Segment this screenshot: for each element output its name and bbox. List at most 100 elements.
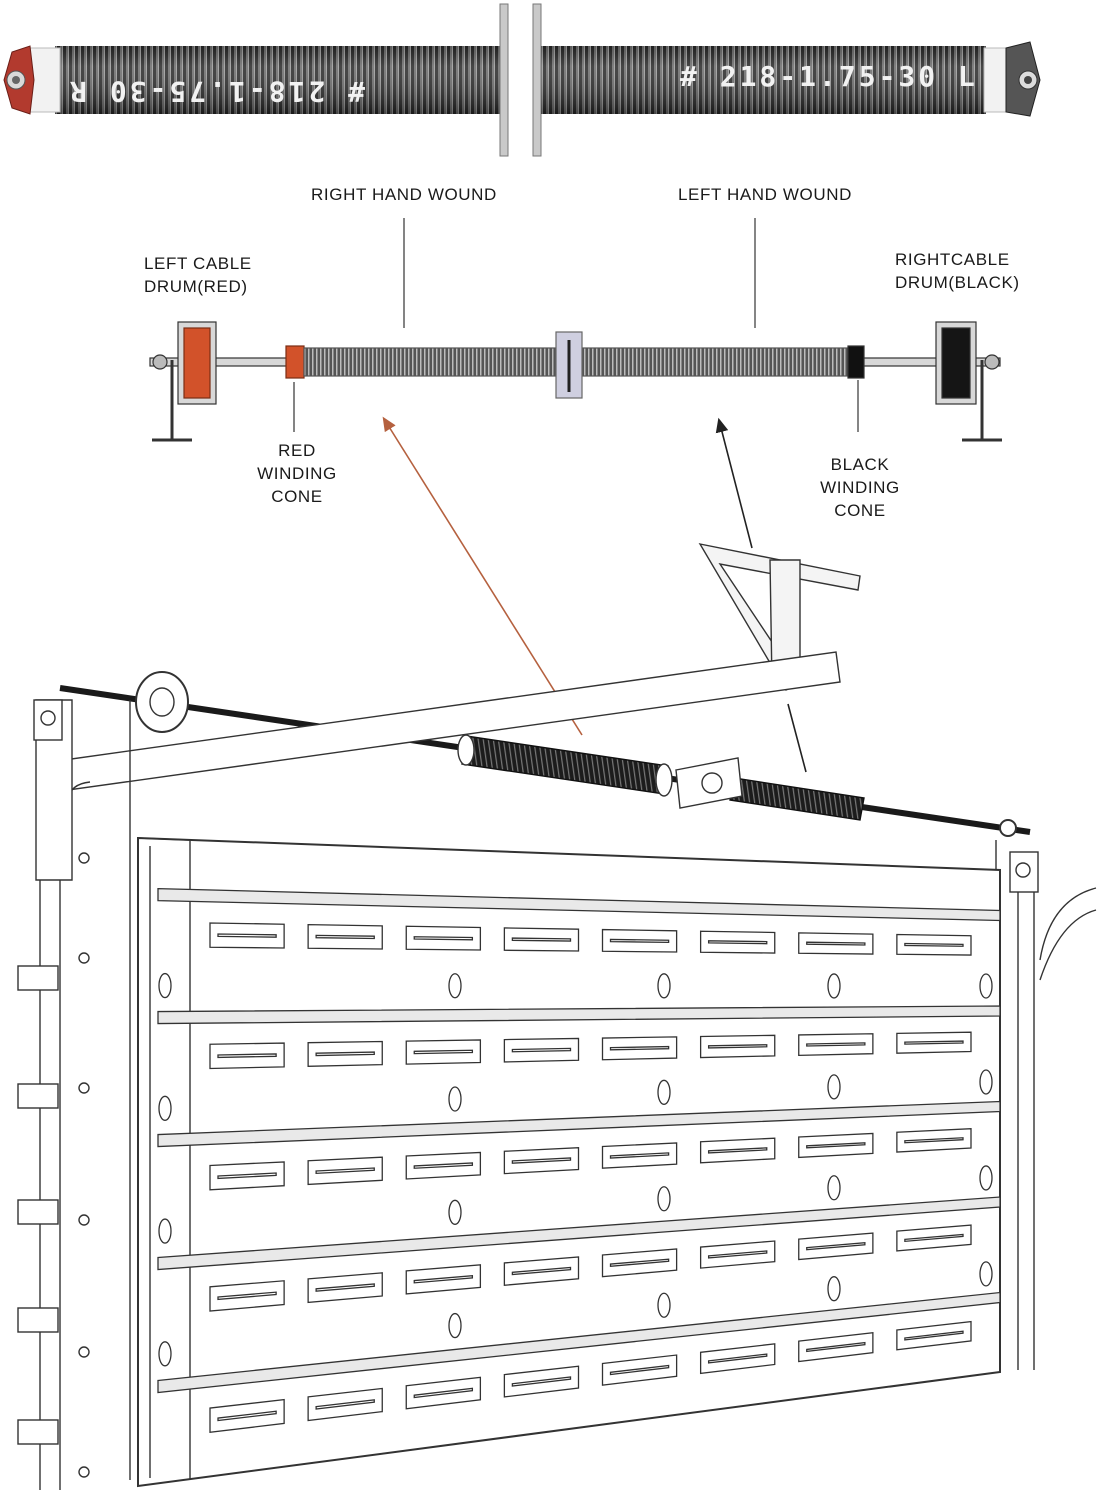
door-panel-inset bbox=[511, 937, 572, 942]
door-panel-inset bbox=[217, 933, 277, 938]
door-section-rail bbox=[157, 1005, 1001, 1025]
door-panel-inset bbox=[315, 1167, 375, 1175]
door-panel bbox=[405, 1264, 482, 1295]
arrow-tail-left-wound bbox=[787, 703, 807, 773]
door-panel-inset bbox=[413, 1387, 474, 1399]
door-panel bbox=[699, 1343, 776, 1375]
door-panel-inset bbox=[904, 1330, 964, 1341]
door-hinge bbox=[827, 1175, 841, 1201]
door-panel-inset bbox=[806, 1142, 866, 1149]
door-panel-inset bbox=[806, 941, 866, 946]
door-panel-inset bbox=[511, 1047, 572, 1053]
door-panel bbox=[209, 1161, 285, 1191]
door-panel bbox=[601, 1354, 678, 1386]
door-panel-inset bbox=[511, 1376, 572, 1387]
door-panel-inset bbox=[315, 1399, 375, 1410]
door-panel-inset bbox=[707, 1044, 768, 1049]
door-panel bbox=[699, 930, 776, 954]
garage-door-drawing bbox=[17, 543, 1097, 1490]
label-left-hand-wound: LEFT HAND WOUND bbox=[678, 185, 852, 204]
door-panel bbox=[405, 925, 482, 951]
door-panel-inset bbox=[806, 1242, 866, 1251]
door-panel-inset bbox=[217, 1410, 277, 1422]
door-panel-inset bbox=[217, 1053, 277, 1059]
door-panel bbox=[798, 1132, 874, 1159]
door-panel-inset bbox=[707, 1250, 768, 1259]
door-panel bbox=[209, 1042, 285, 1070]
door-hinge bbox=[657, 1079, 671, 1105]
door-panel-inset bbox=[217, 1291, 277, 1301]
door-panels bbox=[157, 887, 1001, 1434]
door-panel-inset bbox=[707, 940, 768, 945]
left-cable-drum bbox=[183, 327, 211, 399]
black-winding-cone bbox=[847, 345, 865, 379]
door-section-rail bbox=[157, 887, 1001, 922]
door-panel-inset bbox=[806, 1042, 866, 1047]
door-panel bbox=[699, 1240, 776, 1269]
door-panel bbox=[601, 1142, 678, 1169]
left-spring-stamp: # 218-1.75-30 L bbox=[680, 60, 978, 93]
arrow-to-left-wound bbox=[715, 417, 753, 549]
door-hinge bbox=[158, 1095, 172, 1121]
door-hinge bbox=[827, 973, 841, 999]
arrow-to-right-wound bbox=[382, 416, 583, 736]
door-panel-inset bbox=[806, 1341, 866, 1353]
door-hinge bbox=[979, 973, 993, 999]
door-hinge bbox=[158, 972, 172, 999]
door-panel-inset bbox=[315, 1051, 375, 1057]
door-hinge bbox=[448, 1312, 462, 1339]
door-panel bbox=[209, 1398, 285, 1434]
door-hinge bbox=[158, 1341, 172, 1367]
door-panel-inset bbox=[413, 1049, 474, 1055]
door-panel-inset bbox=[904, 1040, 964, 1045]
door-panel bbox=[601, 1248, 678, 1278]
door-panel-inset bbox=[609, 1152, 670, 1159]
door-panel bbox=[405, 1151, 482, 1180]
door-panel bbox=[699, 1034, 776, 1059]
door-panel-inset bbox=[511, 1157, 572, 1164]
center-plate-left bbox=[499, 3, 509, 157]
door-panel bbox=[503, 927, 580, 952]
door-panel-inset bbox=[413, 936, 474, 941]
door-section-rail bbox=[157, 1291, 1001, 1394]
door-panel bbox=[405, 1039, 482, 1065]
door-panel bbox=[503, 1256, 580, 1286]
right-wound-spring bbox=[3, 45, 503, 115]
door-panel-inset bbox=[609, 1258, 670, 1267]
door-panel bbox=[896, 1224, 972, 1252]
right-spring-stamp: # 218-1.75-30 R bbox=[67, 75, 365, 108]
door-hinge bbox=[448, 1086, 462, 1112]
door-hinge bbox=[827, 1276, 841, 1302]
door-hinge bbox=[657, 973, 671, 999]
door-hinge bbox=[657, 1292, 671, 1318]
door-panel-inset bbox=[609, 1364, 670, 1376]
right-cable-drum bbox=[941, 327, 971, 399]
door-panel bbox=[307, 1272, 383, 1304]
door-panel bbox=[798, 1033, 874, 1057]
door-panel-inset bbox=[707, 1147, 768, 1154]
door-panel bbox=[503, 1037, 580, 1063]
door-panel bbox=[307, 1156, 383, 1186]
door-hinge bbox=[979, 1261, 993, 1287]
door-panel-inset bbox=[904, 1233, 964, 1243]
door-panel bbox=[503, 1365, 580, 1398]
door-panel bbox=[503, 1146, 580, 1175]
door-panel-inset bbox=[609, 1045, 670, 1051]
door-panel bbox=[798, 1232, 874, 1261]
door-hinge bbox=[979, 1165, 993, 1191]
door-panel-inset bbox=[217, 1172, 277, 1180]
door-hinge bbox=[158, 1218, 172, 1244]
door-panel bbox=[307, 1387, 383, 1422]
door-panel-inset bbox=[707, 1353, 768, 1364]
door-panel bbox=[209, 1280, 285, 1312]
left-track-brackets bbox=[17, 852, 90, 1478]
spring-photo: # 218-1.75-30 R # 218-1.75-30 L bbox=[3, 3, 1041, 157]
door-panel bbox=[405, 1376, 482, 1410]
label-right-hand-wound: RIGHT HAND WOUND bbox=[311, 185, 497, 204]
door-panel bbox=[307, 923, 383, 950]
